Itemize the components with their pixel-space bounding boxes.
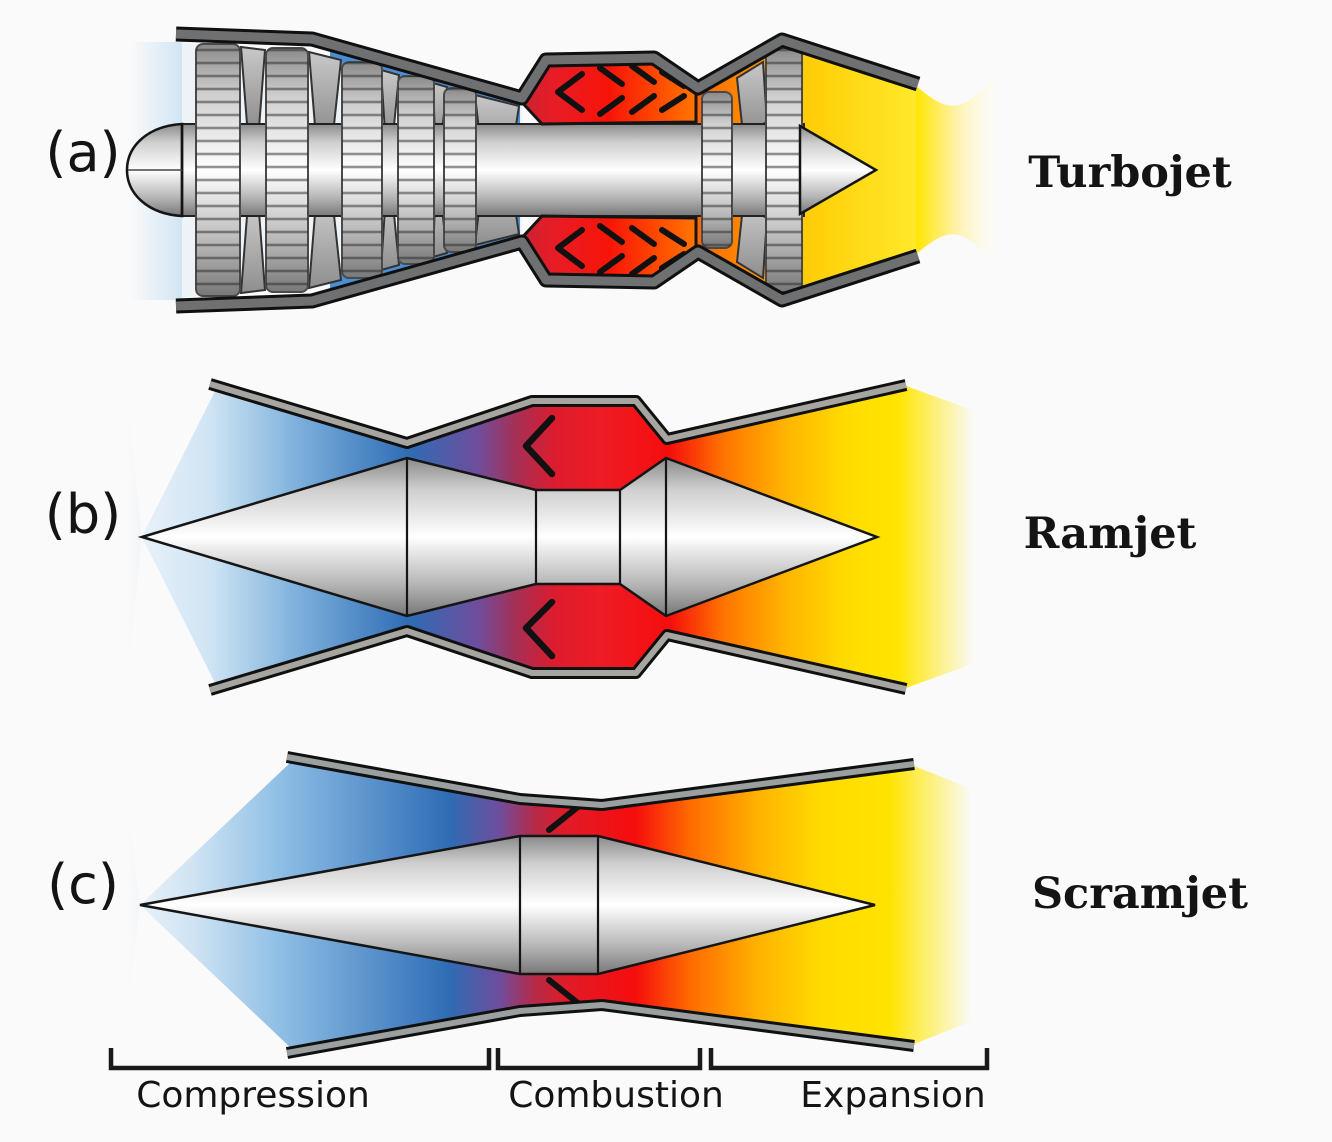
scramjet-cowl xyxy=(285,751,915,1059)
turbojet-casing xyxy=(175,26,921,314)
ramjet-cowl xyxy=(208,378,908,696)
compressor-rotor-stage xyxy=(443,87,477,253)
row-letter-b: (b) xyxy=(44,483,122,546)
engine-name-scramjet: Scramjet xyxy=(1031,869,1249,919)
flameholder-chevron-icon xyxy=(522,414,556,660)
compressor-rotor-stage xyxy=(195,43,241,297)
scramjet-inlet-airflow xyxy=(126,788,140,1022)
turbine-rotor-stage xyxy=(701,91,733,249)
stage-bracket-expansion xyxy=(708,1048,990,1071)
row-letter-a: (a) xyxy=(45,121,121,184)
turbojet-diagram xyxy=(125,26,1004,314)
stage-bracket-combustion xyxy=(495,1048,703,1071)
stage-label-expansion: Expansion xyxy=(800,1075,986,1116)
compressor-rotor-stage xyxy=(341,61,383,279)
compressor-rotor-stage xyxy=(265,47,309,293)
engine-name-turbojet: Turbojet xyxy=(1028,148,1232,198)
scramjet-diagram xyxy=(126,751,1006,1059)
shock-line-icon xyxy=(546,803,582,1007)
turbojet-tail-cone xyxy=(798,123,879,217)
compressor-rotor-stage xyxy=(397,75,435,265)
scramjet-plume-fade xyxy=(888,760,1006,1050)
stage-brackets xyxy=(108,1048,990,1071)
row-letter-c: (c) xyxy=(47,853,119,916)
stage-label-combustion: Combustion xyxy=(508,1075,724,1116)
stage-bracket-compression xyxy=(108,1048,492,1071)
ramjet-plume-fade xyxy=(898,380,1010,694)
centerbody-seams xyxy=(518,836,600,974)
engine-name-ramjet: Ramjet xyxy=(1023,509,1197,559)
stage-label-compression: Compression xyxy=(136,1075,370,1116)
ramjet-diagram xyxy=(126,378,1010,696)
ramjet-centerbody-spike xyxy=(137,456,881,618)
turbine-rotor-stage xyxy=(765,47,803,293)
centerbody-seams xyxy=(405,458,668,616)
turbojet-exhaust-plume xyxy=(916,62,1004,278)
ramjet-inlet-airflow xyxy=(126,384,142,690)
